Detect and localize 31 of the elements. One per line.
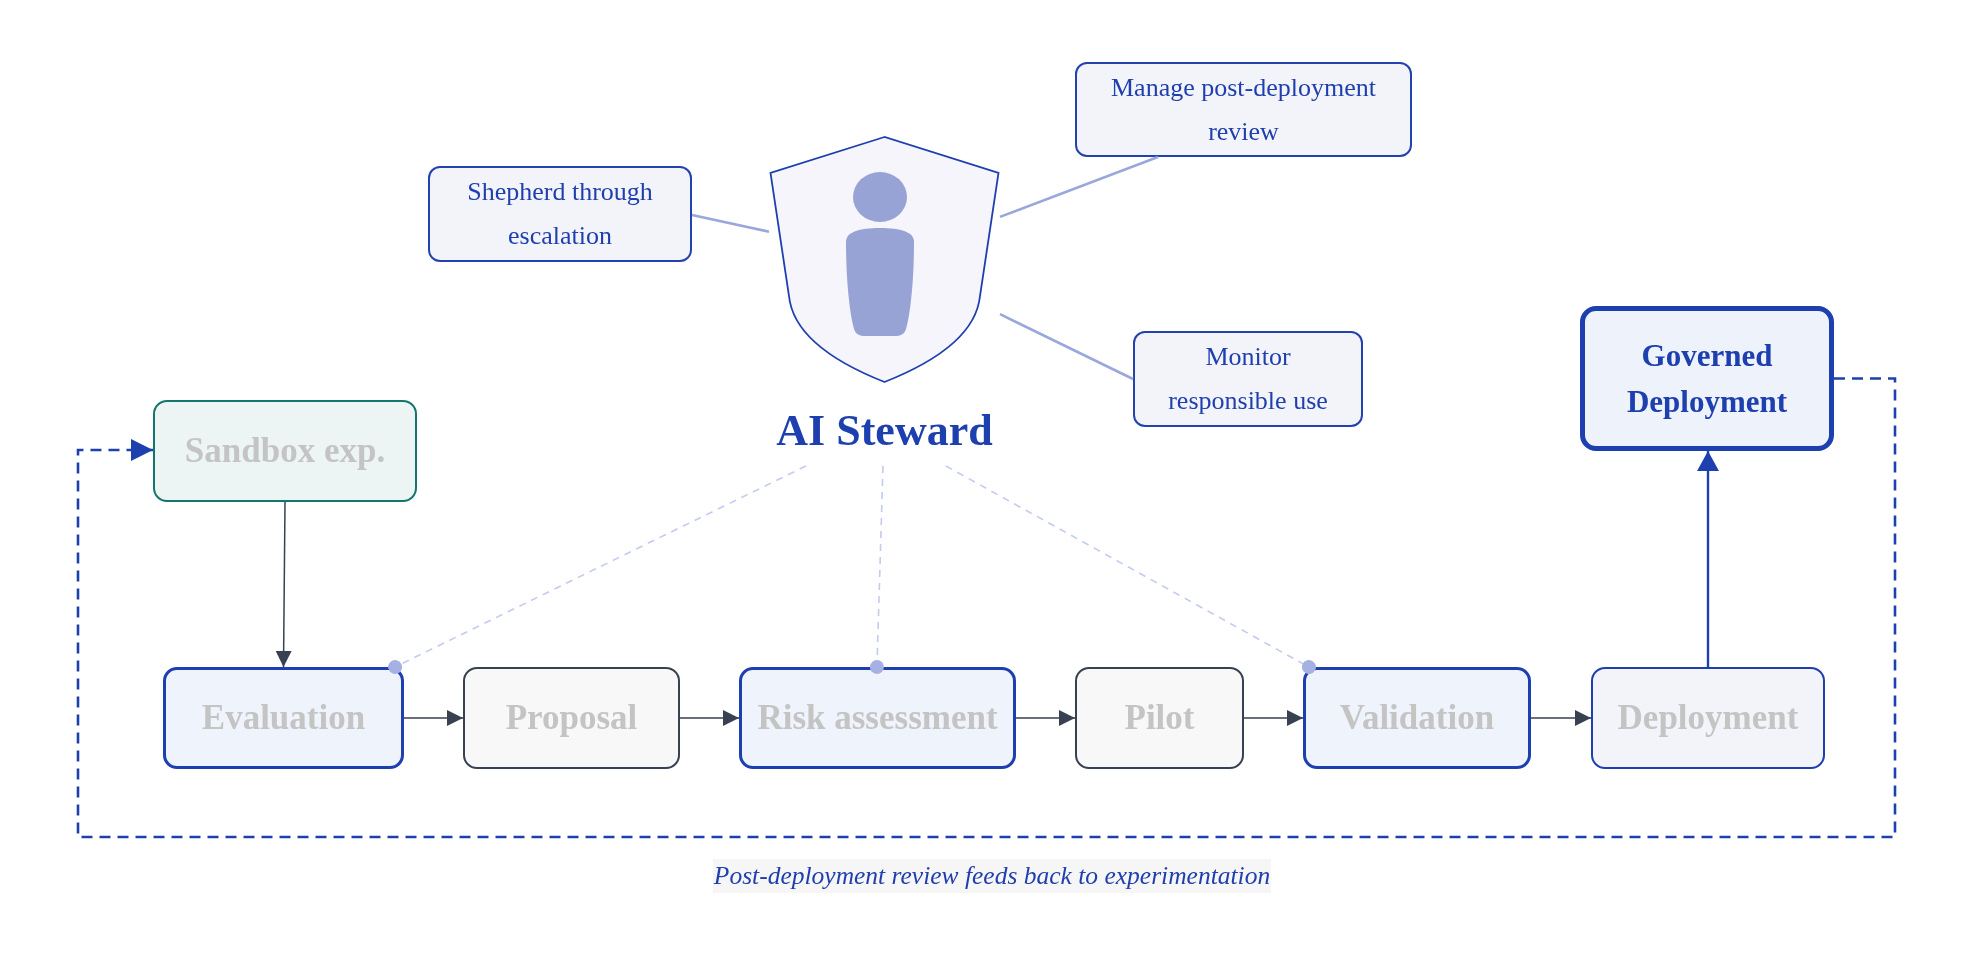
arrow xyxy=(1697,451,1719,667)
dashed-arrow xyxy=(76,377,1897,839)
arrow xyxy=(275,501,292,668)
arrow xyxy=(1015,710,1076,726)
callout-box xyxy=(1133,331,1363,427)
callout-text: Manage post-deployment review xyxy=(1110,71,1377,148)
leader-line xyxy=(691,213,770,233)
process-box xyxy=(463,667,680,769)
process-box xyxy=(739,667,1016,769)
arrow xyxy=(403,710,464,726)
role-title: AI Steward xyxy=(776,406,993,456)
dashed-connector-line xyxy=(945,465,1316,674)
dashed-connector-line xyxy=(869,465,884,674)
edge-label: Post-deployment review feeds back to experimentation xyxy=(712,859,1272,893)
outcome-box xyxy=(1580,306,1834,451)
callout-text: Shepherd through escalation xyxy=(466,176,654,252)
leader-line xyxy=(999,313,1134,381)
process-box xyxy=(153,400,417,502)
leader-line xyxy=(999,155,1159,219)
process-box xyxy=(1075,667,1244,769)
callout-box xyxy=(1075,62,1412,157)
step-label: Governed Deployment xyxy=(1625,336,1789,421)
callout-text: Monitor responsible use xyxy=(1167,341,1329,417)
process-box xyxy=(163,667,404,769)
dashed-connector-line xyxy=(388,465,807,674)
process-box xyxy=(1591,667,1825,769)
arrow xyxy=(679,710,740,726)
arrow xyxy=(1243,710,1304,726)
arrow xyxy=(1530,710,1592,726)
process-box xyxy=(1303,667,1531,769)
callout-box xyxy=(428,166,692,262)
